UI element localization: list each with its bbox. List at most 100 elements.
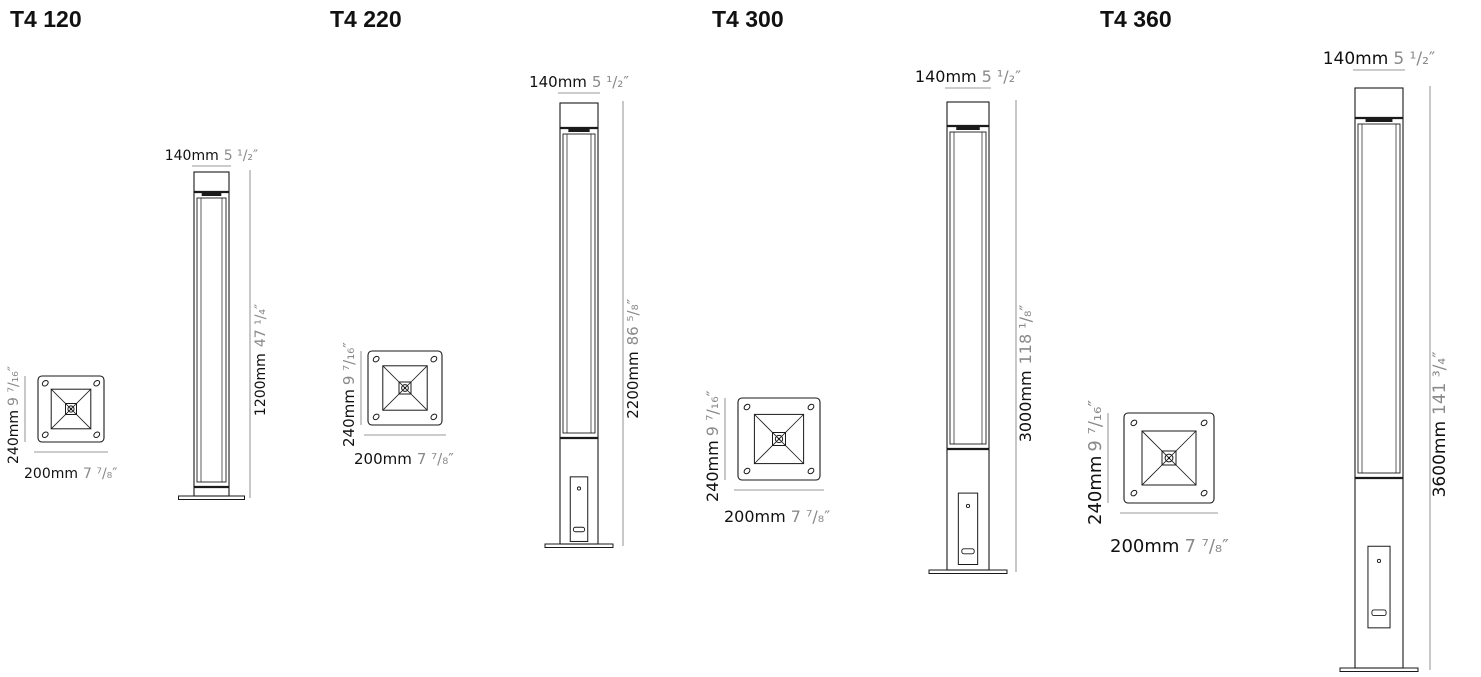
base-width-label: 200mm 7 ⁷/₈″ [24, 466, 118, 482]
post-width-mm: 140mm [915, 67, 977, 86]
post-width-inch: 5 ¹/₂″ [982, 67, 1021, 86]
foot-plate [178, 495, 245, 500]
center-bolt [67, 405, 75, 413]
mounting-hole [430, 413, 438, 421]
post-width-mm: 140mm [1323, 49, 1389, 69]
center-bolt [1164, 453, 1174, 463]
base-height-mm: 240mm [6, 410, 22, 464]
post-height-label: 1200mm 47 ¹/₄″ [253, 304, 269, 416]
mounting-hole [93, 431, 101, 438]
center-box [65, 403, 77, 415]
base-plate-top-view: 240mm 9 ⁷/₁₆″ 200mm 7 ⁷/₈″ [703, 390, 830, 526]
lamp-window [196, 197, 227, 483]
post-width-inch: 5 ¹/₂″ [224, 148, 259, 164]
mounting-hole [41, 431, 49, 438]
base-plate-outline [1123, 412, 1215, 504]
head-slot [568, 129, 590, 132]
base-width-mm: 200mm [1110, 536, 1179, 557]
base-height-mm: 240mm [703, 440, 722, 502]
post-footprint [753, 413, 805, 465]
post-footprint [1141, 430, 1197, 486]
door-screw [1376, 558, 1382, 563]
mounting-hole [93, 380, 101, 387]
post-footprint [50, 388, 92, 430]
base-width-inch: 7 ⁷/₈″ [1184, 536, 1229, 557]
product-title: T4 120 [10, 6, 82, 32]
mounting-hole [41, 380, 49, 387]
base-plate-top-view: 240mm9 ⁷/₁₆″200mm 7 ⁷/₈″ [6, 366, 118, 482]
post-side-view: 140mm 5 ¹/₂″ 1200mm 47 ¹/₄″ [165, 148, 269, 500]
base-height-inch: 9 ⁷/₁₆″ [1085, 400, 1106, 452]
center-bolt [401, 384, 409, 392]
post-height-mm: 3000mm [1016, 370, 1035, 442]
post-height-label: 2200mm 86 ⁵/₈″ [624, 298, 642, 418]
product-1: T4 120 240mm9 ⁷/₁₆″200mm 7 ⁷/₈″ 140mm 5 ¹/₂″… [6, 6, 269, 500]
product-title: T4 220 [330, 6, 402, 32]
base-width-mm: 200mm [354, 450, 412, 468]
center-box [772, 432, 786, 446]
post-height-mm: 2200mm [624, 351, 642, 418]
mounting-hole [743, 467, 751, 475]
base-plate-outline [367, 350, 443, 426]
mounting-hole [430, 355, 438, 363]
post-height-inch: 86 ⁵/₈″ [624, 298, 642, 345]
center-dot [777, 437, 781, 441]
center-dot [1167, 456, 1171, 460]
foot-plate [544, 543, 614, 548]
post-height-label: 3000mm 118 ¹/₈″ [1016, 305, 1035, 443]
center-bolt [774, 434, 784, 444]
base-width-label: 200mm 7 ⁷/₈″ [354, 450, 454, 468]
door-handle [961, 548, 975, 555]
base-width-inch: 7 ⁷/₈″ [791, 507, 830, 526]
post-width-inch: 5 ¹/₂″ [592, 73, 629, 91]
lamp-window [1357, 123, 1401, 474]
foot-plate [928, 569, 1008, 574]
mounting-hole [1200, 419, 1208, 427]
mounting-hole [807, 403, 815, 411]
base-height-inch: 9 ⁷/₁₆″ [703, 390, 722, 436]
mounting-hole [372, 413, 380, 421]
base-height-mm: 240mm [1085, 456, 1106, 525]
center-box [398, 381, 412, 395]
post-height-inch: 118 ¹/₈″ [1016, 305, 1035, 365]
head-slot [201, 193, 222, 196]
lamp-window [562, 133, 596, 434]
post-body [559, 102, 599, 545]
door-handle [1371, 609, 1387, 617]
post-body [946, 101, 990, 571]
door-screw [576, 486, 582, 491]
mounting-hole [1130, 419, 1138, 427]
post-height-inch: 141 ³/₄″ [1430, 351, 1450, 415]
head-slot [1365, 119, 1393, 122]
post-footprint [382, 365, 428, 411]
base-height-label: 240mm 9 ⁷/₁₆″ [703, 390, 722, 502]
access-door [1367, 545, 1391, 629]
base-height-label: 240mm9 ⁷/₁₆″ [6, 366, 22, 464]
base-width-inch: 7 ⁷/₈″ [417, 450, 454, 468]
head-slot [956, 127, 980, 130]
base-width-inch: 7 ⁷/₈″ [83, 466, 118, 482]
base-plate-top-view: 240mm9 ⁷/₁₆″ 200mm 7 ⁷/₈″ [340, 342, 454, 468]
center-dot [403, 386, 407, 390]
base-height-label: 240mm9 ⁷/₁₆″ [340, 342, 358, 447]
base-width-label: 200mm 7 ⁷/₈″ [724, 507, 830, 526]
post-body [193, 171, 230, 497]
mounting-hole [807, 467, 815, 475]
post-width-mm: 140mm [165, 148, 219, 164]
post-height-mm: 1200mm [253, 353, 269, 416]
base-plate-outline [37, 375, 105, 443]
base-width-mm: 200mm [724, 507, 786, 526]
base-width-mm: 200mm [24, 466, 78, 482]
post-height-inch: 47 ¹/₄″ [253, 304, 269, 347]
door-handle [572, 526, 586, 533]
post-height-mm: 3600mm [1430, 421, 1450, 497]
access-door [957, 492, 979, 566]
foot-plate [1339, 667, 1419, 672]
